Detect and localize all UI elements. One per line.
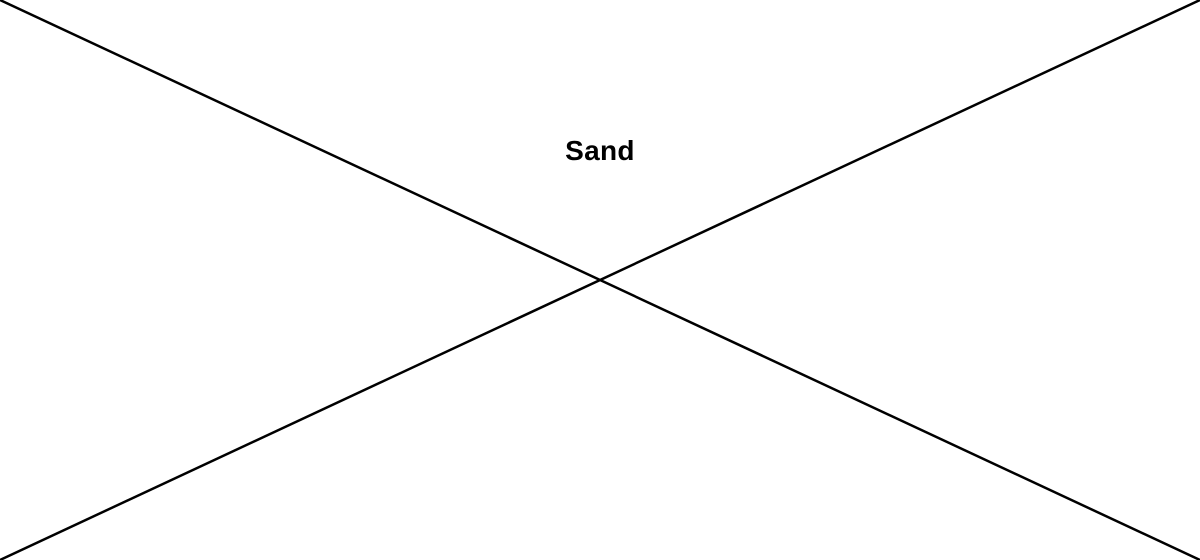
placeholder-label: Sand: [565, 135, 635, 166]
